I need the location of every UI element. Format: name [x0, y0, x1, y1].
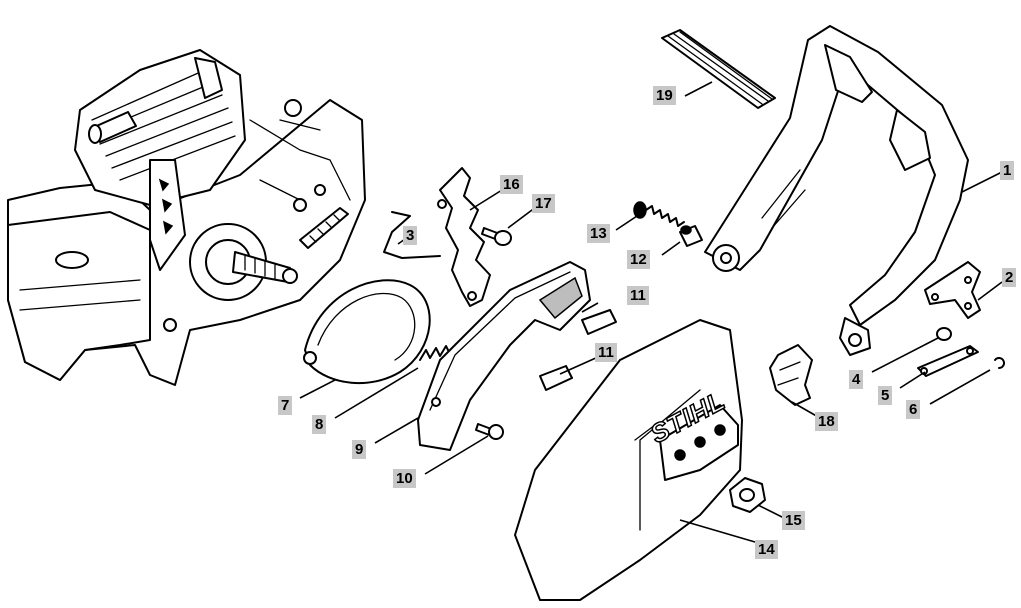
- label-18: 18: [815, 412, 838, 431]
- part-11-pad-upper: [581, 309, 617, 335]
- part-17-screw: [481, 227, 512, 246]
- part-10-screw: [475, 423, 504, 440]
- label-11-lower: 11: [595, 343, 617, 362]
- label-3: 3: [403, 226, 418, 245]
- label-5: 5: [878, 386, 893, 405]
- label-13: 13: [587, 224, 610, 243]
- leader-lines: [299, 81, 1003, 543]
- label-16: 16: [500, 175, 523, 194]
- label-9: 9: [352, 440, 367, 459]
- part-13-spring-bolt: [633, 201, 685, 227]
- label-6: 6: [906, 400, 921, 419]
- part-19-decal: [661, 29, 776, 109]
- part-16-plate: [437, 167, 491, 307]
- part-6-circlip: [994, 357, 1005, 369]
- label-11-upper: 11: [627, 286, 649, 305]
- label-8: 8: [312, 415, 327, 434]
- part-14-sprocket-cover: [514, 319, 743, 601]
- part-2-bracket: [924, 261, 981, 319]
- part-11-pad-lower: [539, 365, 573, 391]
- part-15-nut: [729, 477, 766, 513]
- label-10: 10: [393, 469, 416, 488]
- label-1: 1: [1000, 161, 1015, 180]
- engine-housing: [7, 49, 366, 386]
- label-7: 7: [278, 396, 293, 415]
- part-3-spring-clip: [383, 211, 441, 259]
- chain-brake-handle: [704, 25, 969, 356]
- part-12-bushing: [679, 225, 703, 247]
- label-2: 2: [1002, 268, 1017, 287]
- label-19: 19: [653, 86, 676, 105]
- label-4: 4: [849, 370, 864, 389]
- label-14: 14: [755, 540, 778, 559]
- label-15: 15: [782, 511, 805, 530]
- part-9-brake-cover: [417, 261, 591, 451]
- part-4-washer: [936, 327, 952, 341]
- part-18-lever: [769, 344, 813, 406]
- part-7-brake-band: [303, 279, 431, 385]
- label-17: 17: [532, 194, 555, 213]
- label-12: 12: [627, 250, 650, 269]
- part-5-link: [917, 345, 979, 377]
